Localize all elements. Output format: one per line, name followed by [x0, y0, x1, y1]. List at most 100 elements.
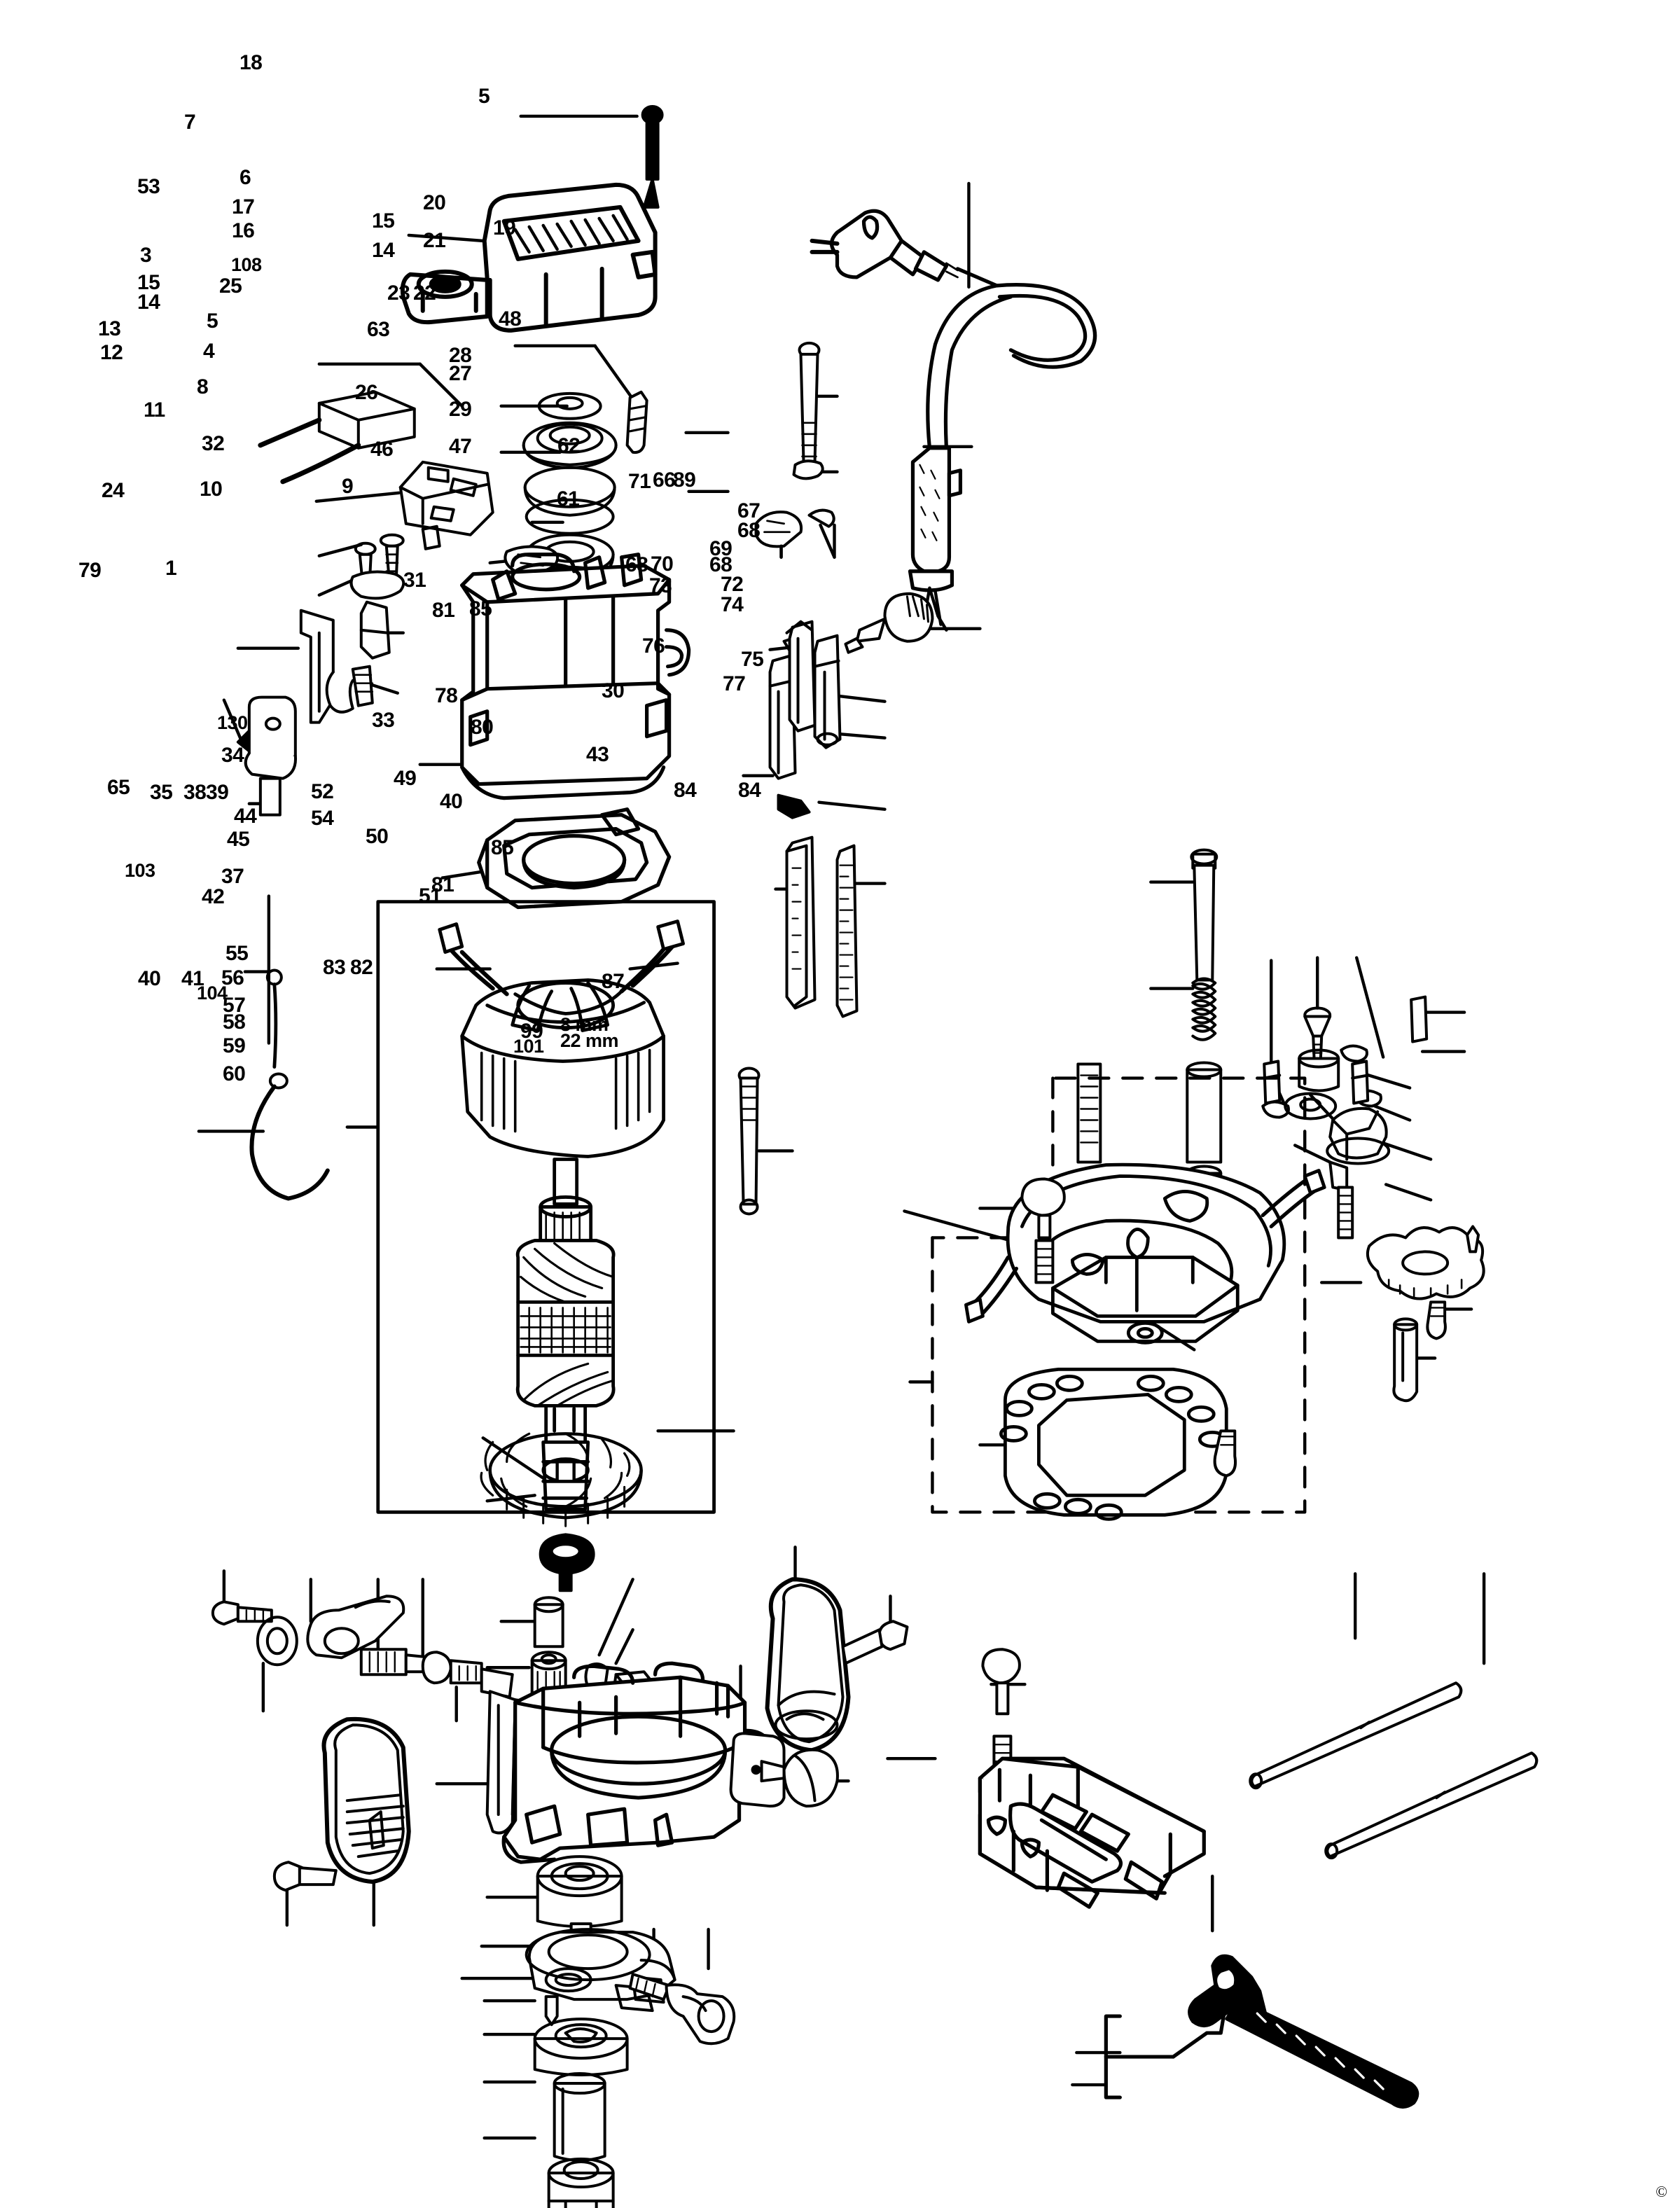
part-24-wire — [265, 968, 283, 1069]
callout-80: 80 — [471, 716, 494, 739]
callout-30: 30 — [602, 679, 625, 702]
callout-23: 23 — [387, 282, 410, 305]
callout-48: 48 — [499, 307, 522, 331]
part-39-knob — [421, 1651, 483, 1685]
callout-108: 108 — [231, 254, 262, 275]
wrench-bracket — [1104, 2014, 1175, 2099]
part-75-screw — [1426, 1300, 1447, 1340]
part-89-cap — [1298, 1048, 1340, 1092]
part-74-spring — [1337, 1186, 1354, 1240]
callout-43: 43 — [586, 743, 609, 766]
callout-45: 45 — [227, 828, 250, 851]
part-79-retaining-ring — [249, 1072, 330, 1201]
part-40-screw-right — [841, 1620, 909, 1665]
callout-37: 37 — [221, 865, 244, 888]
callout-78: 78 — [435, 684, 458, 707]
callout-62: 62 — [557, 434, 581, 457]
callout-40b: 40 — [138, 967, 161, 990]
callout-25: 25 — [219, 275, 242, 298]
callout-19: 19 — [493, 216, 516, 239]
part-85-knob-left — [1020, 1177, 1066, 1240]
callout-60: 60 — [223, 1062, 246, 1085]
part-10-field-stator — [438, 919, 685, 1158]
callout-77: 77 — [723, 672, 746, 695]
brushes-and-holders — [768, 620, 842, 780]
callout-14b: 14 — [137, 291, 160, 314]
callout-15b: 15 — [137, 271, 160, 294]
part-104-oring — [544, 1967, 592, 1993]
callout-99: 99 — [520, 1020, 543, 1043]
callout-89: 89 — [673, 468, 696, 492]
part-61-spring — [1191, 977, 1217, 1041]
callout-46: 46 — [370, 438, 394, 461]
part-99-101-wrench — [1171, 1954, 1419, 2109]
part-76-template-guide — [1366, 1225, 1485, 1300]
part-5-power-cord — [810, 209, 1097, 634]
part-80-base-plate — [999, 1367, 1228, 1521]
part-13-plate — [299, 609, 335, 724]
callout-9: 9 — [342, 475, 354, 498]
part-50-plate — [729, 1732, 786, 1808]
part-41-handle — [321, 1716, 411, 1884]
callout-15a: 15 — [372, 209, 395, 232]
wrench-size-101: 22 mm — [560, 1030, 619, 1051]
part-82-lever — [665, 1983, 736, 2046]
part-3-switch — [398, 460, 494, 550]
callout-22: 22 — [413, 282, 436, 305]
callout-63: 63 — [367, 318, 390, 341]
part-60-collet-nut — [547, 2158, 615, 2208]
armature — [515, 1158, 616, 1511]
callout-70: 70 — [651, 553, 674, 576]
callout-33: 33 — [372, 709, 395, 732]
part-53-capacitor — [258, 390, 416, 485]
callout-3: 3 — [140, 244, 152, 267]
part-51-knob — [760, 1748, 839, 1808]
callout-44: 44 — [234, 805, 257, 828]
callout-72: 72 — [721, 573, 744, 596]
callout-56: 56 — [221, 966, 244, 990]
callout-26: 26 — [355, 381, 378, 404]
part-7-motor-cap — [400, 182, 658, 333]
part-22-screw — [807, 508, 836, 559]
callout-28: 28 — [449, 344, 472, 367]
part-30-router-base — [964, 1162, 1326, 1345]
plate-holes — [999, 1374, 1227, 1521]
part-49-handle-cover — [765, 1577, 851, 1753]
callout-35: 35 — [150, 781, 173, 804]
callout-41: 41 — [181, 967, 204, 990]
motor-assembly-box — [376, 900, 716, 1514]
callout-20: 20 — [423, 191, 446, 214]
part-35-lever — [306, 1595, 405, 1660]
callout-84b: 84 — [738, 779, 761, 802]
callout-75: 75 — [741, 648, 764, 671]
callout-21: 21 — [423, 229, 446, 252]
callout-52: 52 — [311, 780, 334, 803]
callout-81a: 81 — [432, 599, 455, 622]
part-84-fence-rod-upper — [1249, 1681, 1463, 1790]
callout-14a: 14 — [372, 239, 395, 262]
part-84-fence-rod-lower — [1324, 1751, 1539, 1860]
callout-24: 24 — [102, 479, 125, 502]
callout-27: 27 — [449, 362, 472, 385]
part-32-shroud — [477, 807, 672, 910]
part-69-pin — [1351, 1060, 1370, 1105]
part-5-bush — [359, 600, 391, 660]
callout-59: 59 — [223, 1034, 246, 1057]
callout-76: 76 — [642, 634, 665, 658]
base-group-dashed-box — [931, 1076, 1307, 1514]
callout-67: 67 — [737, 499, 761, 522]
part-46-scale — [785, 835, 817, 1010]
callout-82: 82 — [350, 956, 373, 979]
callout-61: 61 — [557, 487, 580, 511]
callout-11: 11 — [144, 398, 165, 422]
part-59-sleeve — [553, 2072, 606, 2162]
part-77-bush — [1392, 1317, 1419, 1403]
part-31-screw — [737, 1067, 761, 1216]
callout-6: 6 — [239, 166, 251, 189]
part-71-pin — [1263, 1060, 1282, 1105]
part-72-nut — [1326, 1106, 1391, 1165]
part-33-fan — [480, 1432, 643, 1527]
callout-40a: 40 — [440, 790, 463, 813]
callout-13: 13 — [98, 317, 121, 340]
callout-34: 34 — [221, 744, 244, 767]
